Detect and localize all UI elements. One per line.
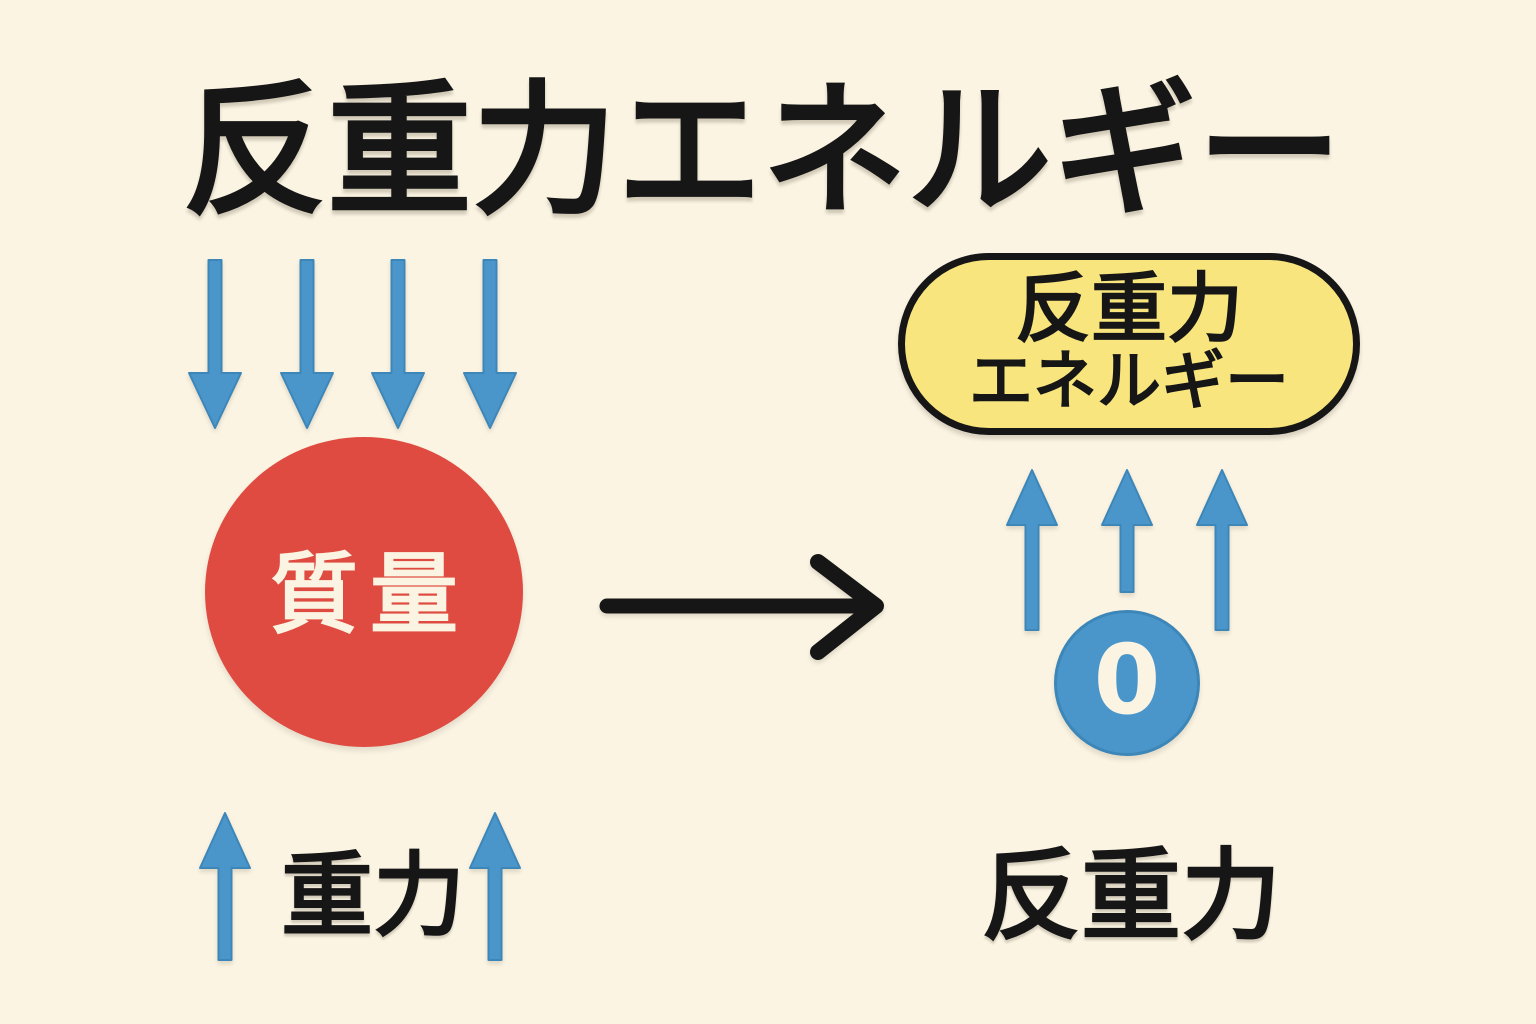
transform-arrow-icon: [599, 554, 884, 660]
antigravity-up-arrow-icon: [1101, 469, 1153, 593]
down-arrow-icon: [188, 259, 242, 429]
antigravity-up-arrow-icon: [1006, 469, 1058, 631]
antigravity-label: 反重力: [981, 837, 1281, 955]
zero-label: 0: [1093, 624, 1161, 736]
page-title: 反重力エネルギー: [182, 67, 1342, 236]
down-arrow-icon: [463, 259, 517, 429]
energy-box-line2: エネルギー: [969, 344, 1289, 419]
antigravity-up-arrow-icon: [1196, 469, 1248, 631]
mass-circle: 質量: [205, 437, 523, 747]
down-arrow-icon: [371, 259, 425, 429]
gravity-label: 重力: [280, 842, 466, 950]
down-arrow-icon: [280, 259, 334, 429]
energy-box-line1: 反重力: [1015, 263, 1243, 353]
energy-box: 反重力 エネルギー: [898, 253, 1360, 435]
mass-label: 質量: [269, 542, 470, 646]
zero-circle: 0: [1054, 610, 1200, 756]
gravity-up-arrow-icon: [469, 812, 521, 961]
gravity-up-arrow-icon: [199, 812, 251, 961]
